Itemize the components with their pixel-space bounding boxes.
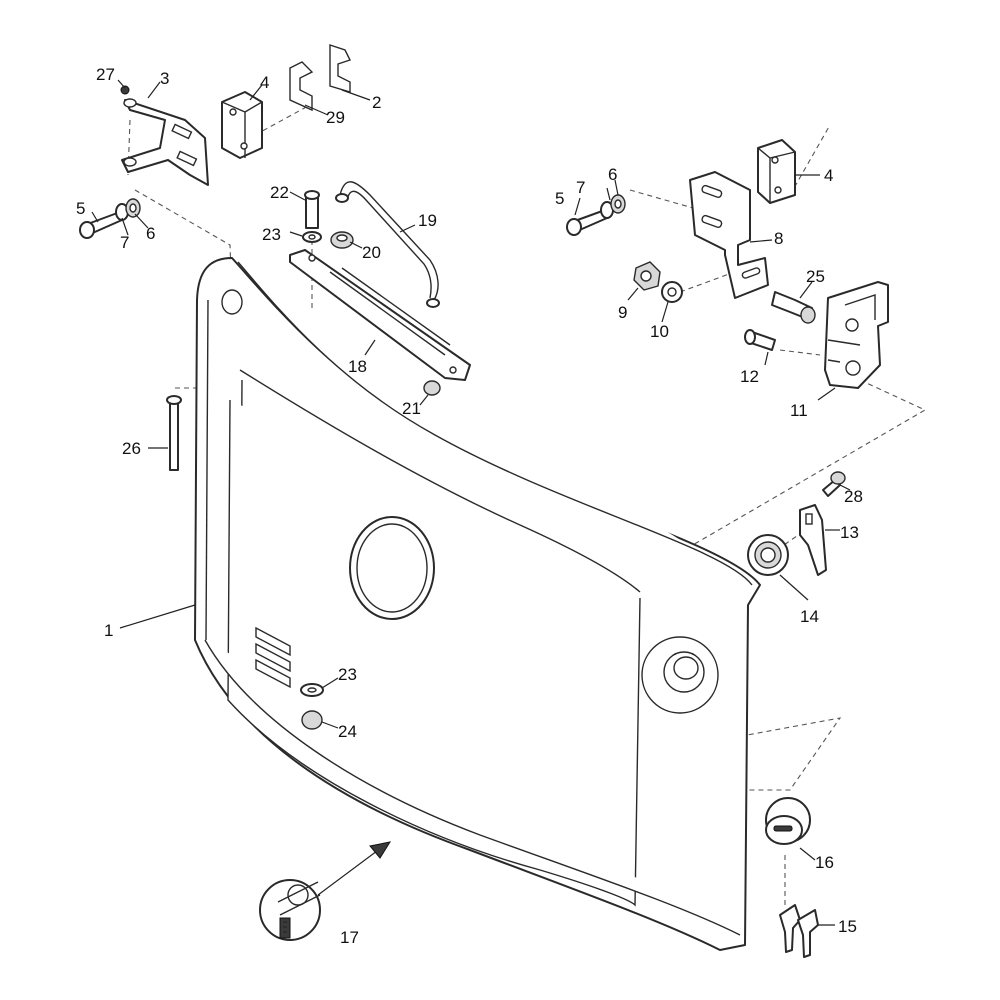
screw-28 [822,471,846,497]
keys [779,904,819,958]
door-panel [194,257,761,951]
callout-9: 9 [618,303,627,322]
bolt-set-right [566,194,626,236]
callout-21: 21 [402,399,421,418]
hinge-pin [166,395,182,471]
callout-18: 18 [348,357,367,376]
latch-assembly [824,281,889,389]
bolt-22 [304,190,320,229]
callout-24: 24 [338,722,357,741]
nut-20 [330,231,354,249]
callout-2: 2 [372,93,381,112]
callout-14: 14 [800,607,819,626]
callout-6-right: 6 [608,165,617,184]
washer-23-top [302,231,322,243]
striker-pin [771,291,816,324]
washer-10 [661,281,683,303]
screw-12 [744,329,776,351]
callout-13: 13 [840,523,859,542]
callout-4-left: 4 [260,73,269,92]
callout-4-right: 4 [824,166,833,185]
callout-5-left: 5 [76,199,85,218]
lock-cam [799,504,827,576]
shim-plate-29 [289,61,314,112]
callout-25: 25 [806,267,825,286]
callout-1: 1 [104,621,113,640]
callout-8: 8 [774,229,783,248]
callout-28: 28 [844,487,863,506]
callout-22: 22 [270,183,289,202]
callout-19: 19 [418,211,437,230]
washer-23-bottom [300,683,324,697]
callout-16: 16 [815,853,834,872]
striker-bracket [689,171,769,299]
support-rod [335,181,440,308]
lock-cylinder [765,797,811,845]
buffer-block-left [221,91,263,159]
callout-labels: 27 3 4 2 29 5 7 6 22 23 20 19 18 21 26 1… [76,65,863,947]
callout-17: 17 [340,928,359,947]
callout-5-right: 5 [555,189,564,208]
callout-29: 29 [326,108,345,127]
nut-9 [633,261,661,291]
callout-6-left: 6 [146,224,155,243]
leader-lines [91,79,851,926]
callout-7-left: 7 [120,233,129,252]
bolt-set-left [79,198,141,239]
buffer-block-right [757,139,796,204]
lock-nut-ring [747,534,789,576]
callout-27: 27 [96,65,115,84]
callout-12: 12 [740,367,759,386]
nut-21 [423,380,441,396]
nut-24 [301,710,323,730]
shim-plate-2 [329,44,351,93]
hinge-bracket [121,98,209,186]
support-plate [289,249,471,381]
callout-10: 10 [650,322,669,341]
edge-seal-detail [259,841,392,941]
spring-clip-27 [120,85,130,95]
callout-7-right: 7 [576,178,585,197]
callout-3: 3 [160,69,169,88]
callout-11: 11 [790,401,808,420]
callout-15: 15 [838,917,857,936]
callout-23-top: 23 [262,225,281,244]
callout-20: 20 [362,243,381,262]
callout-23-bottom: 23 [338,665,357,684]
callout-26: 26 [122,439,141,458]
